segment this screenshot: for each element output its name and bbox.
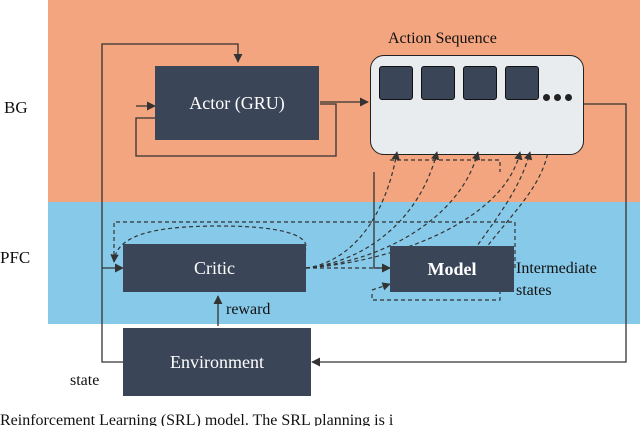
ellipsis-dot-3 [565,94,572,101]
sequence-to-model-wire [373,172,391,273]
critic-node: Critic [123,244,306,292]
action-slot-1 [379,66,413,100]
intermediate-states-label: Intermediate states [516,260,597,299]
figure-caption: Reinforcement Learning (SRL) model. The … [0,412,394,426]
model-to-slot-5 [479,151,549,257]
action-sequence-container [370,55,584,155]
action-sequence-label: Action Sequence [388,30,497,47]
state-label: state [70,372,100,389]
model-node: Model [390,246,514,292]
model-to-slot-4 [469,151,533,257]
action-slot-4 [505,66,539,100]
critic-self-loop [110,225,307,263]
actor-recurrent-wire [135,103,337,157]
environment-node: Environment [123,328,311,396]
model-in-loop [371,282,391,291]
actor-node: Actor (GRU) [155,66,319,140]
action-slot-2 [421,66,455,100]
sequence-loop [390,159,501,172]
critic-to-slot-4 [305,151,523,269]
ellipsis-dot-1 [543,94,550,101]
critic-to-slot-3 [305,151,481,269]
intermediate-loop [113,221,516,268]
ellipsis-dot-2 [554,94,561,101]
critic-to-slot-2 [305,151,440,269]
sequence-to-environment-wire [311,103,627,367]
action-slot-3 [463,66,497,100]
state-loop-wire [101,43,243,363]
critic-to-slot-1 [305,151,400,269]
bg-label: BG [4,98,28,117]
reward-label: reward [226,301,271,318]
pfc-label: PFC [0,248,31,267]
